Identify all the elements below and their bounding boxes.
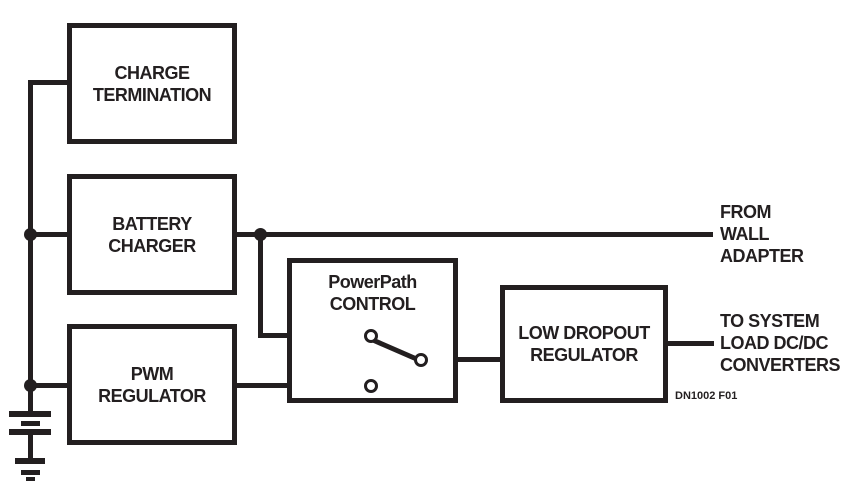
junction-dot-battery-charger [24, 228, 37, 241]
label-to-system-load: TO SYSTEM LOAD DC/DC CONVERTERS [720, 311, 841, 375]
battery-plate-long-top [9, 411, 51, 417]
switch-upper-contact-icon [364, 329, 378, 343]
battery-ground-stem [28, 435, 33, 460]
block-battery-charger: BATTERY CHARGER [67, 174, 237, 295]
wire-battery-charger-to-wall-adapter [237, 232, 713, 237]
ground-bar-large [15, 458, 45, 464]
wire-bus-to-charge-termination [28, 80, 72, 85]
block-low-dropout-regulator: LOW DROPOUT REGULATOR [500, 285, 668, 403]
block-powerpath-control-label: PowerPath CONTROL [328, 272, 417, 314]
block-pwm-regulator: PWM REGULATOR [67, 324, 237, 445]
block-battery-charger-label: BATTERY CHARGER [108, 213, 196, 256]
battery-plate-short [21, 421, 40, 426]
label-from-wall-adapter: FROM WALL ADAPTER [720, 202, 804, 266]
switch-lower-contact-icon [364, 379, 378, 393]
junction-dot-adapter-tap [254, 228, 267, 241]
block-charge-termination: CHARGE TERMINATION [67, 23, 237, 144]
wire-bus-to-pwm-regulator [28, 383, 72, 388]
ground-bar-medium [21, 470, 40, 475]
wire-adapter-tap-drop [258, 234, 263, 338]
wire-ldo-to-system-load [666, 341, 714, 346]
switch-common-contact-icon [414, 353, 428, 367]
block-charge-termination-label: CHARGE TERMINATION [92, 62, 212, 105]
wire-bus-to-battery-charger [28, 232, 72, 237]
ground-bar-small [26, 477, 35, 481]
block-low-dropout-regulator-label: LOW DROPOUT REGULATOR [518, 323, 650, 365]
wire-left-bus [28, 80, 33, 412]
battery-plate-long-bottom [9, 429, 51, 435]
wire-switch-to-ldo [427, 357, 503, 362]
junction-dot-pwm-regulator [24, 379, 37, 392]
figure-id: DN1002 F01 [675, 390, 738, 402]
block-pwm-regulator-label: PWM REGULATOR [98, 363, 206, 406]
